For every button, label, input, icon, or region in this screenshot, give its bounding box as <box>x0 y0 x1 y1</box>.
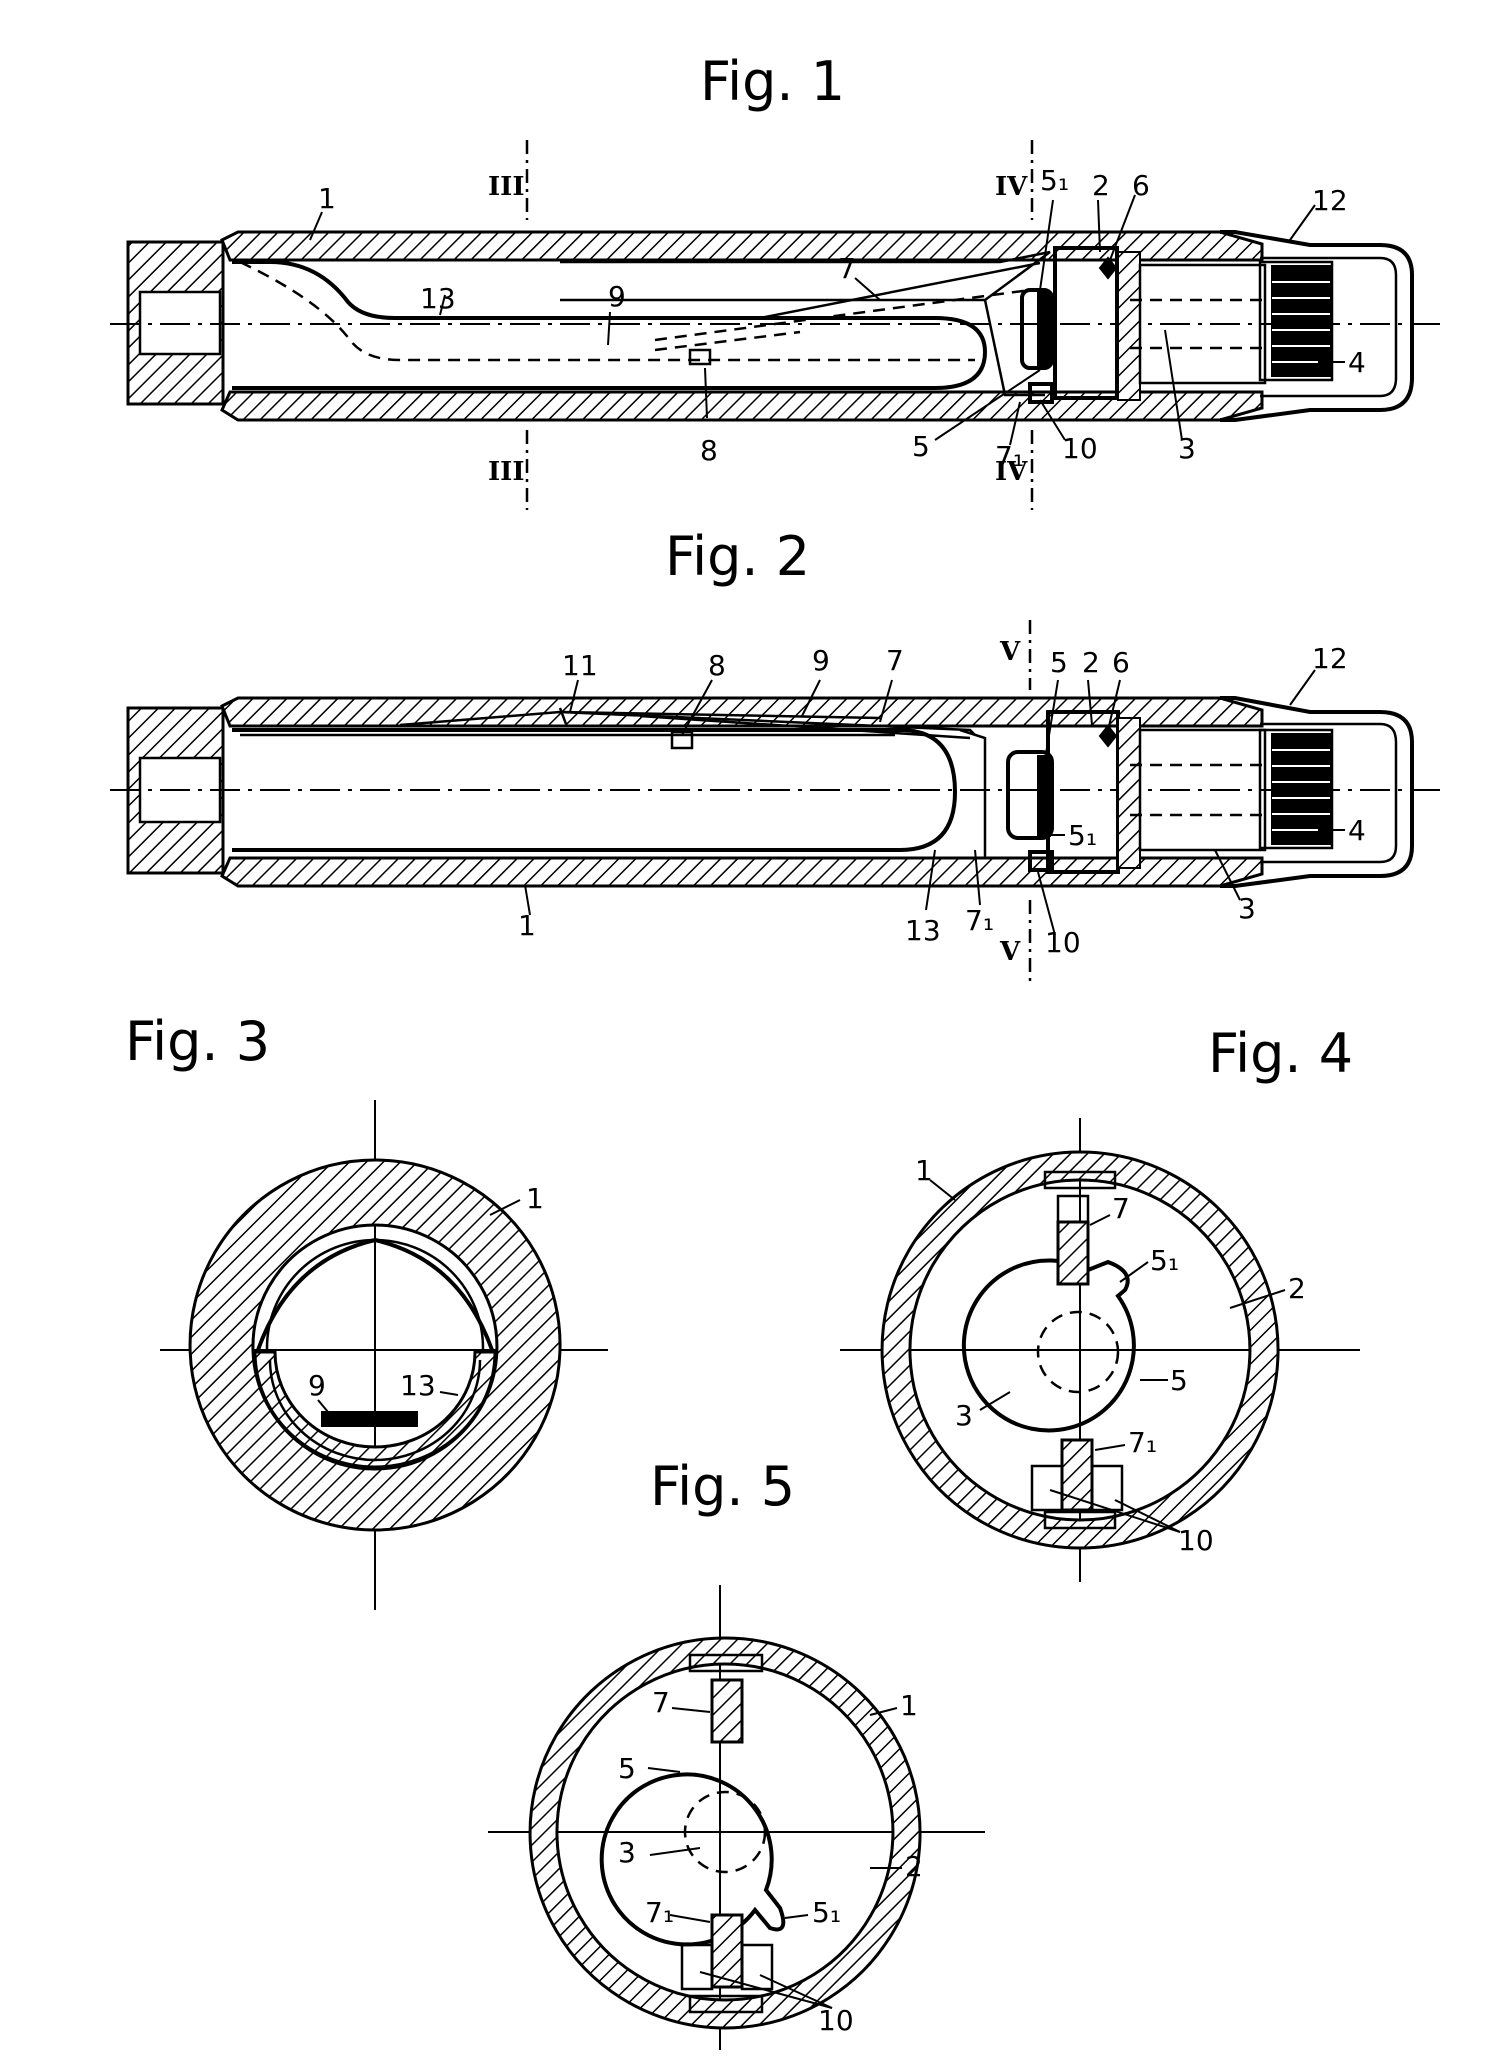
fig1-sec-III-top: III <box>488 172 525 202</box>
fig1-cam <box>1020 288 1054 370</box>
fig1-tube-wall-top <box>220 230 1264 262</box>
fig2-cam <box>1006 750 1054 840</box>
fig1-knob <box>1271 265 1331 377</box>
fig2-label-6: 6 <box>1112 646 1130 679</box>
fig5-shaft <box>683 1790 767 1874</box>
fig3-title: Fig. 3 <box>125 1010 270 1073</box>
fig1-label-1: 1 <box>318 182 336 215</box>
fig2-label-7: 7 <box>886 644 904 677</box>
fig5-lever-bottom <box>710 1913 744 1989</box>
fig1-title: Fig. 1 <box>700 50 845 113</box>
figure-5: Fig. 5 7 1 5 3 2 7₁ 5₁ 10 <box>488 1455 985 2050</box>
fig2-label-11: 11 <box>562 649 598 682</box>
fig2-pivot <box>1098 724 1118 748</box>
fig2-label-5: 5 <box>1050 646 1068 679</box>
fig1-label-12: 12 <box>1312 184 1348 217</box>
fig1-label-6: 6 <box>1132 169 1150 202</box>
fig2-stop <box>1028 850 1054 872</box>
fig1-cap <box>1220 230 1414 422</box>
fig4-stop <box>1090 1464 1124 1512</box>
fig2-coil <box>1117 717 1141 869</box>
fig4-label-5i: 5₁ <box>1150 1244 1179 1277</box>
fig2-lever <box>399 710 976 736</box>
fig1-label-7i: 7₁ <box>995 440 1024 473</box>
fig2-label-3: 3 <box>1238 892 1256 925</box>
fig1-label-2: 2 <box>1092 169 1110 202</box>
fig2-capsule <box>232 728 958 852</box>
fig4-label-7: 7 <box>1112 1192 1130 1225</box>
fig1-shaft <box>1138 263 1267 385</box>
fig3-label-13: 13 <box>400 1369 436 1402</box>
fig4-label-3: 3 <box>955 1399 973 1432</box>
fig3-spring <box>321 1411 418 1427</box>
fig2-label-4: 4 <box>1348 814 1366 847</box>
fig5-label-5i: 5₁ <box>812 1896 841 1929</box>
fig1-sec-III-bottom: III <box>488 457 525 487</box>
fig2-label-9: 9 <box>812 644 830 677</box>
fig2-knob <box>1271 733 1331 845</box>
fig2-label-13: 13 <box>905 914 941 947</box>
fig1-label-5i: 5₁ <box>1040 164 1069 197</box>
fig1-label-5: 5 <box>912 430 930 463</box>
fig2-title: Fig. 2 <box>665 525 810 588</box>
fig1-lever <box>560 250 1051 302</box>
fig1-label-13: 13 <box>420 282 456 315</box>
fig5-label-10: 10 <box>818 2004 854 2037</box>
fig1-label-10: 10 <box>1062 432 1098 465</box>
fig4-label-5: 5 <box>1170 1364 1188 1397</box>
fig5-cam <box>599 1772 786 1947</box>
fig4-lever-top <box>1056 1220 1090 1286</box>
fig2-label-8: 8 <box>708 649 726 682</box>
fig3-tube-section <box>188 1158 562 1532</box>
fig4-shaft <box>1036 1310 1120 1394</box>
fig1-sec-IV-top: IV <box>995 172 1028 202</box>
fig3-capsule <box>253 1350 497 1469</box>
fig1-label-3: 3 <box>1178 432 1196 465</box>
fig3-label-1: 1 <box>526 1182 544 1215</box>
fig1-label-8: 8 <box>700 434 718 467</box>
fig2-shaft <box>1138 728 1267 852</box>
fig5-label-7: 7 <box>652 1686 670 1719</box>
figure-2: Fig. 2 <box>110 525 1440 985</box>
fig2-cap <box>1220 696 1414 888</box>
fig5-title: Fig. 5 <box>650 1455 795 1518</box>
fig2-label-10: 10 <box>1045 926 1081 959</box>
fig1-label-9: 9 <box>608 280 626 313</box>
fig2-label-5i: 5₁ <box>1068 819 1097 852</box>
fig4-label-2: 2 <box>1288 1272 1306 1305</box>
fig4-label-10: 10 <box>1178 1524 1214 1557</box>
fig4-label-7i: 7₁ <box>1128 1426 1157 1459</box>
fig1-coil <box>1117 251 1141 401</box>
fig5-label-5: 5 <box>618 1752 636 1785</box>
figure-1: Fig. 1 <box>110 50 1440 510</box>
fig4-cam <box>961 1258 1136 1433</box>
fig4-label-1: 1 <box>915 1154 933 1187</box>
fig2-label-12: 12 <box>1312 642 1348 675</box>
fig1-label-7: 7 <box>838 252 856 285</box>
fig4-tube-section <box>880 1150 1280 1550</box>
fig2-label-7i: 7₁ <box>965 904 994 937</box>
fig1-capsule <box>232 260 988 390</box>
fig5-tube-section <box>528 1636 922 2030</box>
fig5-label-1: 1 <box>900 1689 918 1722</box>
fig5-label-3: 3 <box>618 1836 636 1869</box>
figure-3: Fig. 3 1 9 13 <box>125 1010 608 1610</box>
fig1-sec-IV-bottom: IV <box>995 457 1028 487</box>
fig2-label-1: 1 <box>518 909 536 942</box>
fig5-label-2: 2 <box>905 1850 923 1883</box>
fig1-pivot <box>1098 256 1118 280</box>
fig1-label-4: 4 <box>1348 346 1366 379</box>
fig2-sec-V-top: V <box>999 637 1021 667</box>
fig2-label-2: 2 <box>1082 646 1100 679</box>
fig2-sec-V-bottom: V <box>999 937 1021 967</box>
fig5-stop <box>740 1943 774 1991</box>
fig3-label-9: 9 <box>308 1369 326 1402</box>
fig4-title: Fig. 4 <box>1208 1022 1353 1085</box>
figure-4: Fig. 4 1 7 5₁ 2 5 3 <box>840 1022 1360 1582</box>
fig5-lever-top <box>710 1678 744 1744</box>
fig5-label-7i: 7₁ <box>645 1896 674 1929</box>
